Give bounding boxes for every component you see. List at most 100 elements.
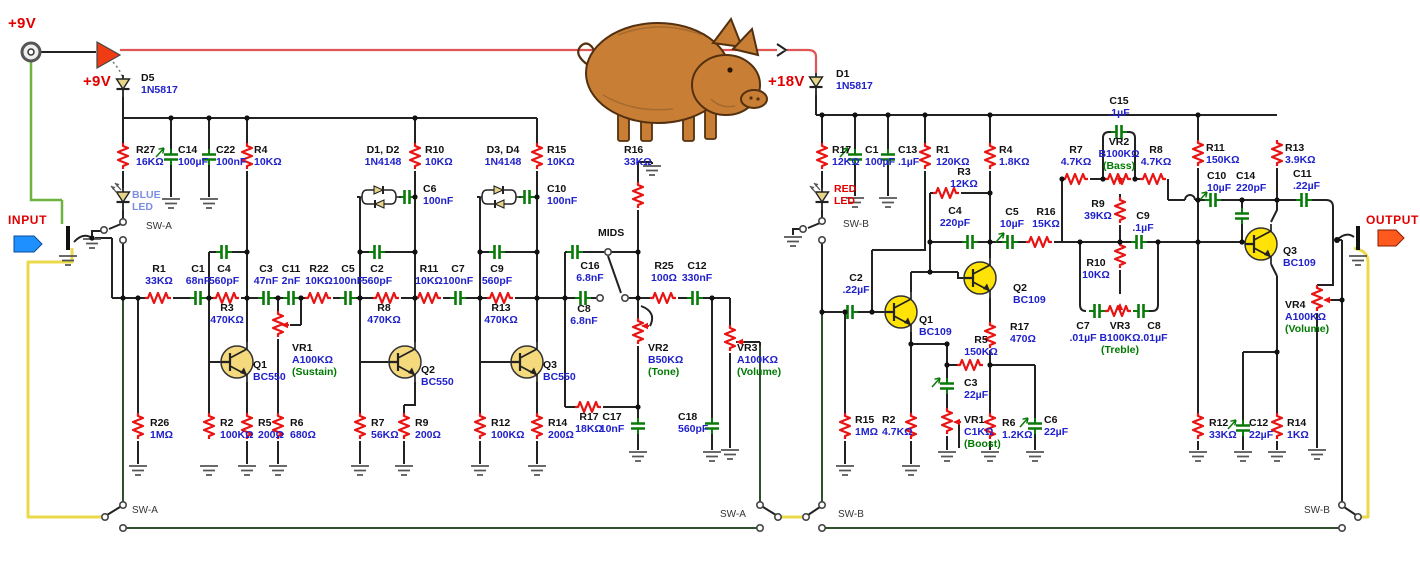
c3-right-polarity (931, 377, 941, 388)
sym-r8-left (371, 291, 401, 305)
sym-c1-right (846, 147, 864, 167)
sym-c8-left (573, 289, 593, 307)
vr4-right-wiper (1322, 295, 1332, 305)
sym-r11-left (413, 291, 443, 305)
sym-r7-right (1060, 172, 1090, 186)
sym-r26-left (131, 411, 145, 441)
sym-c18-left (703, 416, 721, 436)
input-arrow-icon (13, 235, 43, 253)
bypass-yellow-wires (26, 246, 1370, 519)
sym-r5-right (955, 358, 985, 372)
c5-right-polarity (995, 232, 1005, 243)
sym-r17-left (573, 400, 603, 414)
sym-r13-right (1270, 138, 1284, 168)
sym-r27 (116, 141, 130, 171)
vr1-right-wiper (952, 417, 962, 427)
output-arrow-icon (1377, 229, 1405, 247)
diode-d1-icon (808, 71, 824, 97)
ground-run-wires (122, 299, 1339, 529)
diode-pair-d3-d4-icon (476, 185, 522, 209)
sym-r22-left (303, 291, 333, 305)
sym-r1-left (143, 291, 173, 305)
sym-c15-right (1109, 123, 1129, 141)
sym-c12-right (1234, 418, 1252, 438)
sym-c12-left (685, 289, 705, 307)
sym-vr3-left (723, 323, 737, 353)
sym-c17-left (629, 416, 647, 436)
sym-r10-left (408, 141, 422, 171)
sym-r17-right-b (983, 320, 997, 350)
sym-r7-left (353, 411, 367, 441)
sym-c4-left (214, 243, 234, 261)
sym-c7-right (1087, 302, 1107, 320)
sym-r6-left (271, 411, 285, 441)
resistor-symbols (116, 138, 1324, 441)
sym-r2-left (202, 411, 216, 441)
sym-r4-right (983, 141, 997, 171)
transistor-q3-left (509, 340, 545, 384)
mids-switch-contacts (603, 248, 613, 256)
sym-r10-right (1113, 240, 1127, 270)
sym-r4-left (240, 141, 254, 171)
sym-c2-left (367, 243, 387, 261)
transistor-q1-left (219, 340, 255, 384)
sym-c9-left (487, 243, 507, 261)
diode-d5-icon (115, 73, 131, 99)
output-jack (1356, 226, 1405, 250)
sym-c5-left (338, 289, 358, 307)
sw-b-bottom-right-contacts (1338, 500, 1346, 510)
sym-r5-left (240, 411, 254, 441)
sym-r3-right (931, 186, 961, 200)
sym-c11-right (1294, 191, 1314, 209)
sym-r11-right (1191, 138, 1205, 168)
sym-r25-left (648, 291, 678, 305)
sym-c8-right (1131, 302, 1151, 320)
c6-right-polarity (1019, 417, 1029, 428)
sym-r16-left (631, 180, 645, 210)
dc-jack (20, 41, 42, 63)
sym-c22-left (200, 147, 218, 167)
sw-b-top-contacts (817, 217, 827, 225)
sym-r15-right (838, 411, 852, 441)
sym-vr2-left (631, 316, 645, 346)
sym-r14-right (1270, 411, 1284, 441)
sym-r2-right (904, 411, 918, 441)
sym-r1-right (918, 141, 932, 171)
input-jack (13, 226, 70, 253)
sw-b-bottom-mid-contacts (817, 500, 827, 510)
sym-r6-right (983, 411, 997, 441)
sym-c6-right (1026, 416, 1044, 436)
sym-c14-right (1233, 206, 1251, 226)
sw-a-top-contacts (119, 218, 127, 226)
sym-c14-left (162, 147, 180, 167)
electrolytic-polarity-arrows (155, 147, 1237, 430)
vr3-left-wiper (735, 337, 745, 347)
c14-left-polarity (155, 147, 165, 158)
transistor-q2-left (387, 340, 423, 384)
junction-dots (89, 112, 1345, 410)
red-led-icon (810, 183, 829, 210)
sym-c16-left (565, 243, 585, 261)
sym-c7-left (448, 289, 468, 307)
pig-illustration (577, 16, 768, 142)
sym-r14-left (530, 411, 544, 441)
sym-c4-right (960, 233, 980, 251)
sym-r13-left (485, 291, 515, 305)
blue-led-icon (111, 183, 130, 210)
sym-r9-left (397, 411, 411, 441)
sym-r16-right (1024, 235, 1054, 249)
sym-vr1-right (940, 406, 954, 436)
sym-vr4-right (1310, 283, 1324, 313)
transistor-q3-right (1243, 222, 1279, 266)
sym-c3-right (938, 376, 956, 396)
sym-r9-right (1113, 195, 1127, 225)
dotted-pump-link (112, 61, 123, 77)
charge-pump-triangle (96, 40, 122, 70)
c12-right-polarity (1227, 419, 1237, 430)
sym-r3-left (211, 291, 241, 305)
sym-c10-right (1203, 191, 1223, 209)
sw-a-bottom-left-contacts (119, 500, 127, 510)
transistor-q1-right (883, 290, 919, 334)
